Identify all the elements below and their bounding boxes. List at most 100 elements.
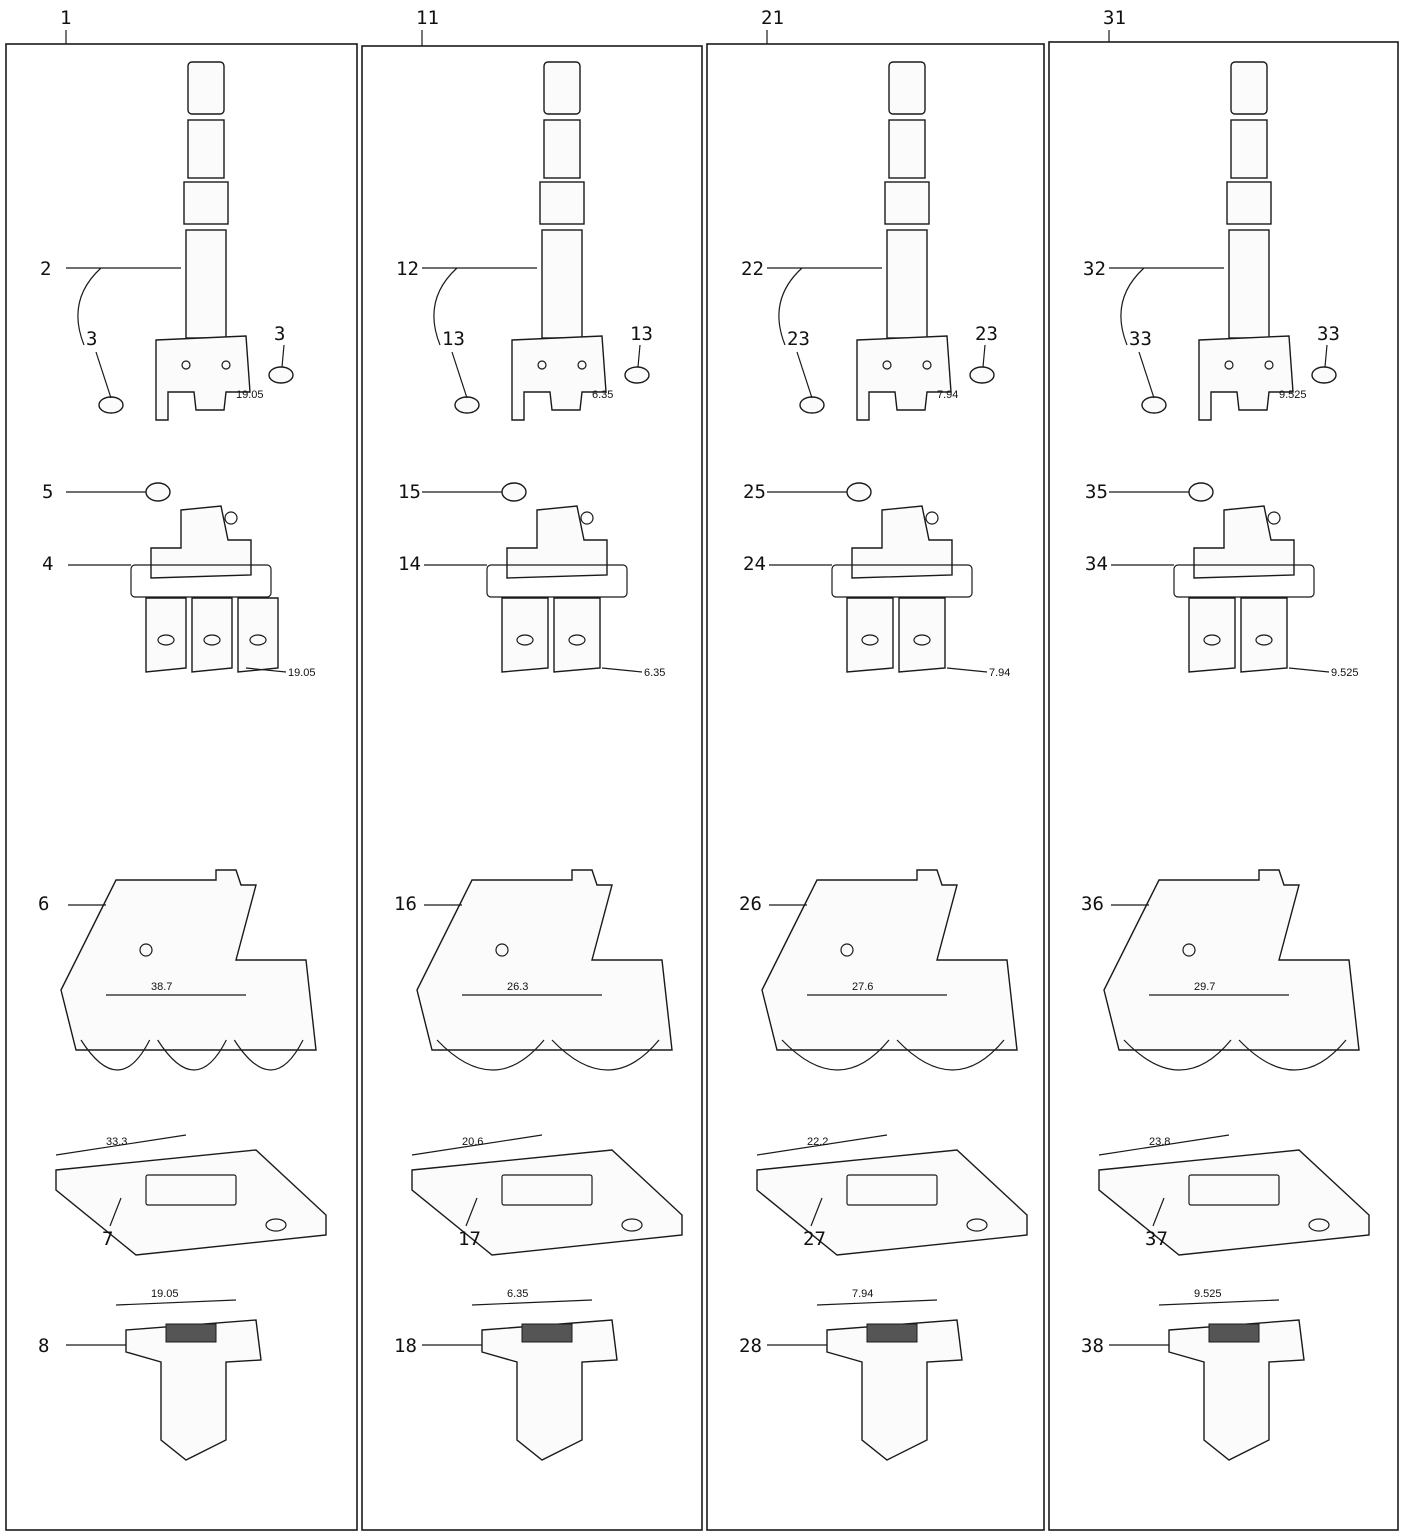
screw-right-icon: [268, 366, 294, 384]
presser-bar-shaft: [185, 229, 227, 339]
column-frame: [5, 43, 358, 1531]
needle-guard: 26.316: [394, 869, 673, 1071]
screw-left-icon: [98, 396, 124, 414]
column-frame: [1048, 41, 1399, 1531]
screw-right-leader: [637, 344, 641, 368]
foot-screw-icon: [846, 482, 872, 502]
foot-finger-slot: [203, 634, 221, 646]
presser-bar-block: [511, 335, 607, 421]
presser-bar-mid-segment: [1230, 119, 1268, 179]
feed-dog-teeth: [866, 1323, 918, 1343]
foot-dimension-leader: [1288, 667, 1330, 673]
column-frame: [706, 43, 1045, 1531]
needle-guard: 27.626: [739, 869, 1018, 1071]
guard-gauge-dimension: 27.6: [852, 981, 873, 993]
foot-gauge-dimension: 6.35: [644, 667, 665, 679]
bar-gauge-dimension: 19.05: [236, 389, 264, 401]
guard-gauge-dimension: 29.7: [1194, 981, 1215, 993]
presser-foot-label: 4: [42, 553, 53, 575]
screw-label-left: 3: [86, 328, 97, 350]
dog-dimension-line: [115, 1299, 237, 1306]
kit-number: 31: [1103, 7, 1126, 29]
foot-gauge-dimension: 9.525: [1331, 667, 1359, 679]
presser-foot: 5 4 19.05: [42, 481, 316, 679]
dog-dimension-line: [1158, 1299, 1280, 1306]
column-frame: [361, 45, 703, 1531]
screw-right-icon: [969, 366, 995, 384]
feed-dog-slot: [1188, 1174, 1280, 1206]
presser-bar-top-segment: [1230, 61, 1268, 115]
needle-plate: 33.37: [55, 1134, 327, 1256]
needle-guard-label: 36: [1081, 893, 1104, 915]
dog-dimension-line: [471, 1299, 593, 1306]
needle-plate-label: 17: [458, 1228, 481, 1250]
feed-dog-body: [481, 1319, 618, 1461]
guard-gauge-dimension: 26.3: [507, 981, 528, 993]
screw-left-icon: [1141, 396, 1167, 414]
guard-screw-hole: [495, 943, 509, 957]
screw-label-left: 23: [787, 328, 810, 350]
foot-gauge-dimension: 19.05: [288, 667, 316, 679]
dog-gauge-dimension: 19.05: [151, 1288, 179, 1300]
feed-dog-body: [826, 1319, 963, 1461]
kit-number: 11: [416, 7, 439, 29]
needle-plate: 20.6 17: [411, 1134, 683, 1256]
guard-body: [761, 869, 1018, 1051]
plate-screw-hole: [265, 1218, 287, 1232]
foot-spring-wire: [1173, 564, 1315, 598]
guard-slot: [436, 1039, 545, 1071]
foot-finger-slot: [249, 634, 267, 646]
guard-body: [60, 869, 317, 1051]
screw-label-right: 13: [630, 323, 653, 345]
presser-bar-label: 2: [40, 258, 51, 280]
bar-gauge-dimension: 6.35: [592, 389, 613, 401]
guard-slot: [551, 1039, 660, 1071]
presser-foot-label: 24: [743, 553, 766, 575]
screw-label-right: 23: [975, 323, 998, 345]
guard-slot: [1238, 1039, 1347, 1071]
guard-slot: [80, 1039, 151, 1071]
needle-plate: 22.227: [756, 1134, 1028, 1256]
presser-bar-collar: [183, 181, 229, 225]
screw-hole: [181, 360, 191, 370]
presser-bar-label: 32: [1083, 258, 1106, 280]
feed-dog-teeth: [1208, 1323, 1260, 1343]
feed-dog: 19.058: [38, 1288, 262, 1461]
presser-bar-mid-segment: [543, 119, 581, 179]
needle-plate-body: [756, 1149, 1028, 1256]
foot-screw-icon: [145, 482, 171, 502]
dog-gauge-dimension: 6.35: [507, 1288, 528, 1300]
presser-foot-label: 14: [398, 553, 421, 575]
needle-plate-leader: [465, 1197, 478, 1227]
foot-finger-slot: [568, 634, 586, 646]
guard-slot: [157, 1039, 227, 1071]
foot-finger-slot: [516, 634, 534, 646]
presser-bar-leader: [767, 267, 882, 346]
foot-finger-slot: [1255, 634, 1273, 646]
presser-bar-collar: [884, 181, 930, 225]
foot-screw-label: 5: [42, 481, 53, 503]
foot-dimension-leader: [245, 667, 287, 673]
screw-label-left: 13: [442, 328, 465, 350]
presser-bar-top-segment: [888, 61, 926, 115]
foot-finger-slot: [157, 634, 175, 646]
foot-screw-icon: [1188, 482, 1214, 502]
foot-hole: [925, 511, 939, 525]
screw-right-leader: [1324, 344, 1328, 368]
screw-left-leader: [451, 351, 468, 399]
presser-bar-label: 12: [396, 258, 419, 280]
screw-label-right: 33: [1317, 323, 1340, 345]
foot-gauge-dimension: 7.94: [989, 667, 1010, 679]
screw-hole: [537, 360, 547, 370]
screw-hole: [1264, 360, 1274, 370]
plate-dimension-line: [411, 1134, 543, 1156]
guard-slot: [233, 1039, 304, 1071]
plate-gauge-dimension: 20.6: [462, 1136, 483, 1148]
